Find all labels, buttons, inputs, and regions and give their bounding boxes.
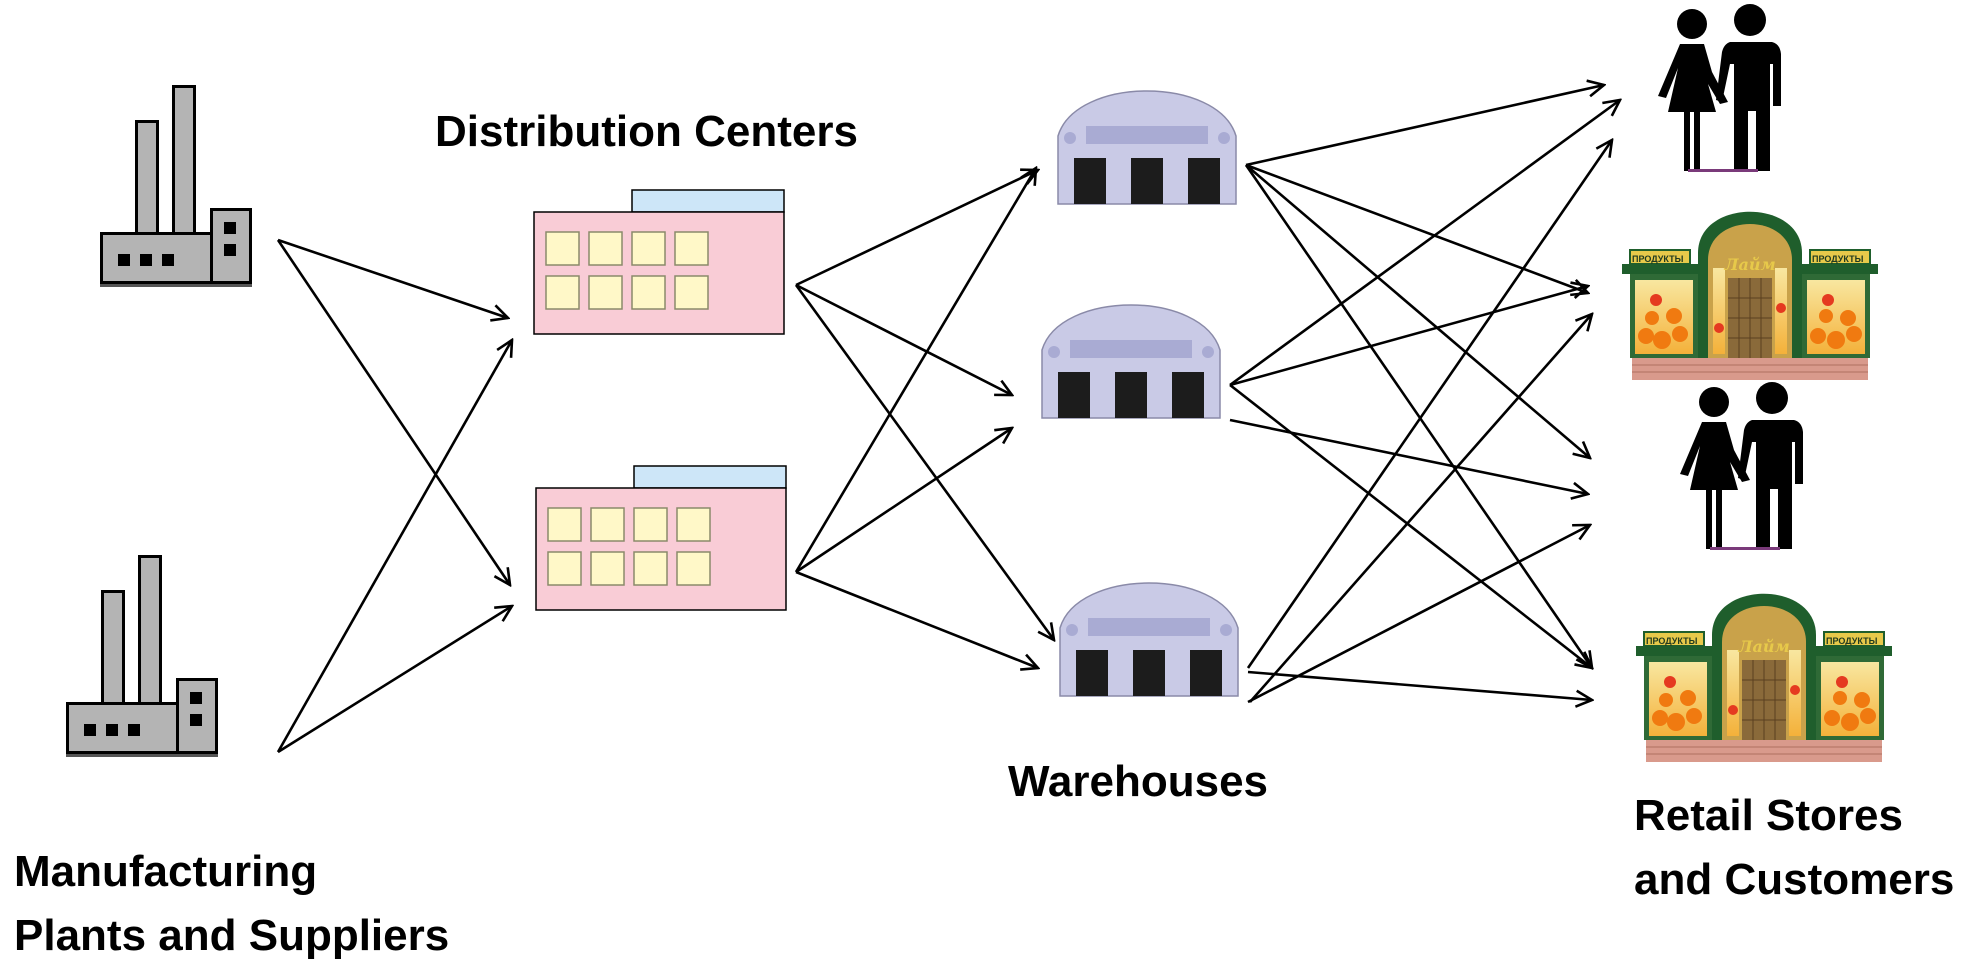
arrow-wh1-cust1 — [1245, 85, 1604, 167]
arrow-wh1-cust2 — [1245, 164, 1590, 458]
arrow-wh3-store1 — [1249, 314, 1592, 703]
retail-line-1: Retail Stores — [1634, 791, 1903, 840]
store-arch-sign: Лайм — [1737, 637, 1789, 656]
customers-icon — [1658, 4, 1781, 172]
arrow-wh1-store2 — [1244, 164, 1592, 668]
arrow-dc1-wh1 — [795, 170, 1038, 287]
warehouse-icon — [1039, 291, 1236, 421]
retail-line-2: and Customers — [1634, 855, 1955, 904]
store-side-sign: ПРОДУКТЫ — [1646, 636, 1698, 646]
warehouse-icon — [1055, 77, 1252, 207]
store-side-sign: ПРОДУКТЫ — [1632, 254, 1684, 264]
arrow-wh2-store2 — [1229, 383, 1592, 668]
arrow-dc2-wh1 — [794, 168, 1036, 573]
store-side-sign: ПРОДУКТЫ — [1826, 636, 1878, 646]
factory-icon — [100, 85, 252, 287]
retail-store-icon — [1621, 210, 1879, 381]
manufacturing-line-1: Manufacturing — [14, 847, 318, 896]
arrow-dc2-wh3 — [795, 570, 1038, 668]
arrow-dc1-wh3 — [794, 284, 1054, 640]
distribution-centers-text: Distribution Centers — [435, 107, 858, 156]
arrow-wh2-cust2 — [1229, 418, 1588, 494]
flow-arrows — [276, 85, 1620, 754]
arrow-plant1-dc1 — [277, 238, 508, 318]
manufacturing-line-2: Plants and Suppliers — [14, 911, 450, 960]
arrow-wh2-cust1 — [1229, 100, 1620, 387]
arrow-wh3-cust1 — [1246, 140, 1612, 669]
retail-store-icon — [1635, 592, 1893, 763]
arrow-dc2-wh2 — [795, 428, 1012, 574]
store-signs: ПРОДУКТЫ ПРОДУКТЫ ПРОДУКТЫ ПРОДУКТЫ — [1632, 254, 1878, 646]
distribution-center-icon — [533, 189, 785, 335]
distribution-center-icon — [535, 465, 787, 611]
arrow-wh3-cust2 — [1247, 525, 1590, 704]
label-manufacturing: Manufacturing Plants and Suppliers — [14, 840, 449, 968]
warehouse-icon — [1057, 569, 1254, 699]
arrow-plant2-dc2 — [277, 606, 512, 754]
label-retail: Retail Stores and Customers — [1634, 784, 1954, 912]
arrow-wh2-store1 — [1229, 286, 1588, 387]
store-arch-signs: Лайм Лайм — [1723, 255, 1789, 656]
customers-icon — [1680, 382, 1803, 550]
warehouses-text: Warehouses — [1008, 757, 1269, 806]
store-side-sign: ПРОДУКТЫ — [1812, 254, 1864, 264]
arrow-wh1-store1 — [1245, 163, 1588, 293]
label-distribution-centers: Distribution Centers — [435, 100, 858, 164]
arrow-wh3-store2 — [1247, 670, 1592, 700]
arrow-plant2-dc1 — [276, 340, 512, 753]
arrow-plant1-dc2 — [276, 239, 510, 585]
arrow-dc1-wh2 — [795, 283, 1012, 395]
factory-icon — [66, 555, 218, 757]
store-arch-sign: Лайм — [1723, 255, 1775, 274]
label-warehouses: Warehouses — [1008, 750, 1268, 814]
